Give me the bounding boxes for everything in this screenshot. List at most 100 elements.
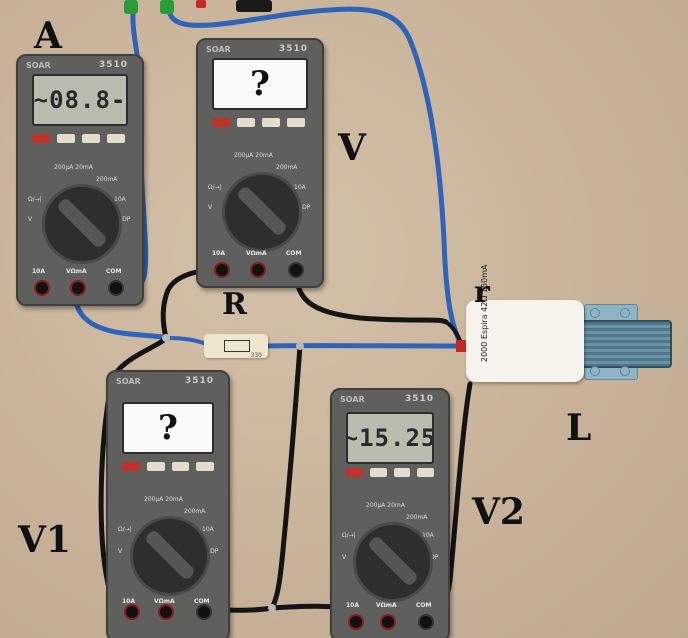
lcd-display: ~08.8- bbox=[32, 74, 128, 126]
jack-label: COM bbox=[106, 268, 122, 275]
mode-button bbox=[417, 468, 434, 477]
label-inductor: L bbox=[566, 407, 592, 449]
hold-button bbox=[369, 468, 387, 477]
jack-v-ohm-ma bbox=[158, 604, 174, 620]
range-label: 200μA 20mA bbox=[54, 164, 93, 171]
model-label: 3510 bbox=[98, 60, 128, 70]
mode-button bbox=[107, 134, 125, 143]
label-voltmeter: V bbox=[338, 127, 366, 169]
mount-screw bbox=[590, 308, 600, 318]
black-wire-node-down bbox=[269, 343, 303, 611]
top-plug-green bbox=[120, 0, 180, 14]
mount-screw bbox=[620, 366, 630, 376]
jack-com bbox=[196, 604, 212, 620]
mount-screw bbox=[620, 308, 630, 318]
hold-button bbox=[237, 118, 255, 127]
range-button bbox=[171, 462, 190, 471]
multimeter-ammeter: SOAR 3510 ~08.8- 200μA 20mA 200mA Ω/→| 1… bbox=[16, 54, 144, 306]
multimeter-voltmeter-2: SOAR 3510 ~15.25 200μA 20mA 200mA Ω/→| 1… bbox=[330, 388, 450, 638]
range-label: V bbox=[208, 204, 213, 211]
brand-label: SOAR bbox=[116, 377, 141, 386]
range-label: 200mA bbox=[96, 176, 118, 183]
range-button bbox=[262, 118, 280, 127]
label-ammeter: A bbox=[34, 15, 62, 57]
lcd-display: ? bbox=[122, 402, 214, 454]
label-resistor: R bbox=[222, 287, 247, 322]
brand-label: SOAR bbox=[206, 45, 231, 54]
blue-wire-ammeter-to-node bbox=[73, 289, 171, 341]
lcd-display: ? bbox=[212, 58, 308, 110]
function-buttons bbox=[122, 462, 214, 474]
jack-label: 10A bbox=[32, 268, 45, 275]
blue-wire-top-loop bbox=[167, 6, 465, 348]
range-label: ADP bbox=[298, 204, 311, 211]
jack-label: 10A bbox=[212, 250, 225, 257]
range-label: 200mA bbox=[276, 164, 298, 171]
dial-knob bbox=[143, 528, 197, 582]
function-buttons bbox=[32, 134, 128, 146]
rotary-dial bbox=[42, 184, 122, 264]
multimeter-voltmeter: SOAR 3510 ? 200μA 20mA 200mA Ω/→| 10A V … bbox=[196, 38, 324, 288]
dial-knob bbox=[235, 184, 289, 238]
inductor-terminal bbox=[456, 340, 468, 352]
jack-label: COM bbox=[194, 598, 210, 605]
range-label: 200mA bbox=[406, 514, 428, 521]
range-label: 200μA 20mA bbox=[144, 496, 183, 503]
jack-com bbox=[418, 614, 434, 630]
multimeter-voltmeter-1: SOAR 3510 ? 200μA 20mA 200mA Ω/→| 10A V … bbox=[106, 370, 230, 638]
label-voltmeter-1: V1 bbox=[18, 519, 71, 561]
hold-button bbox=[146, 462, 165, 471]
resistor-component: 330 bbox=[204, 334, 268, 359]
mode-button bbox=[287, 118, 305, 127]
jack-10a bbox=[124, 604, 140, 620]
range-label: ADP bbox=[206, 548, 219, 555]
jack-label: COM bbox=[286, 250, 302, 257]
black-wire-v-right bbox=[293, 265, 449, 325]
range-label: 200μA 20mA bbox=[234, 152, 273, 159]
node-connector-left bbox=[162, 334, 170, 342]
display-reading: ~08.8- bbox=[33, 86, 127, 114]
brand-label: SOAR bbox=[340, 395, 365, 404]
rotary-dial bbox=[130, 516, 210, 596]
dial-knob bbox=[55, 196, 109, 250]
range-button bbox=[82, 134, 100, 143]
jack-label: VΩmA bbox=[66, 268, 87, 275]
top-plug-red bbox=[196, 0, 276, 14]
node-connector-bottom bbox=[268, 604, 276, 612]
range-label: 10A bbox=[202, 526, 214, 533]
mount-screw bbox=[590, 366, 600, 376]
mode-button bbox=[196, 462, 214, 471]
range-label: 200mA bbox=[184, 508, 206, 515]
power-button bbox=[32, 134, 50, 143]
range-label: Ω/→| bbox=[28, 196, 42, 203]
range-label: 10A bbox=[422, 532, 434, 539]
jack-com bbox=[108, 280, 124, 296]
display-reading: ~15.25 bbox=[346, 424, 434, 452]
power-button bbox=[122, 462, 140, 471]
display-reading: ? bbox=[250, 64, 270, 104]
hold-button bbox=[57, 134, 75, 143]
jack-v-ohm-ma bbox=[70, 280, 86, 296]
rotary-dial bbox=[222, 172, 302, 252]
function-buttons bbox=[212, 118, 308, 130]
jack-label: 10A bbox=[122, 598, 135, 605]
range-label: Ω/→| bbox=[208, 184, 222, 191]
model-label: 3510 bbox=[278, 44, 308, 54]
range-label: V bbox=[342, 554, 347, 561]
dial-knob bbox=[366, 534, 420, 588]
range-label: 200μA 20mA bbox=[366, 502, 405, 509]
jack-label: COM bbox=[416, 602, 432, 609]
resistor-value-label: 330 bbox=[250, 352, 262, 359]
range-label: V bbox=[28, 216, 33, 223]
range-label: ADP bbox=[118, 216, 131, 223]
resistor-body bbox=[224, 340, 250, 352]
function-buttons bbox=[346, 468, 434, 480]
range-button bbox=[393, 468, 411, 477]
range-label: Ω/→| bbox=[342, 532, 356, 539]
power-button bbox=[346, 468, 363, 477]
jack-v-ohm-ma bbox=[380, 614, 396, 630]
brand-label: SOAR bbox=[26, 61, 51, 70]
jack-com bbox=[288, 262, 304, 278]
label-voltmeter-2: V2 bbox=[472, 491, 525, 533]
